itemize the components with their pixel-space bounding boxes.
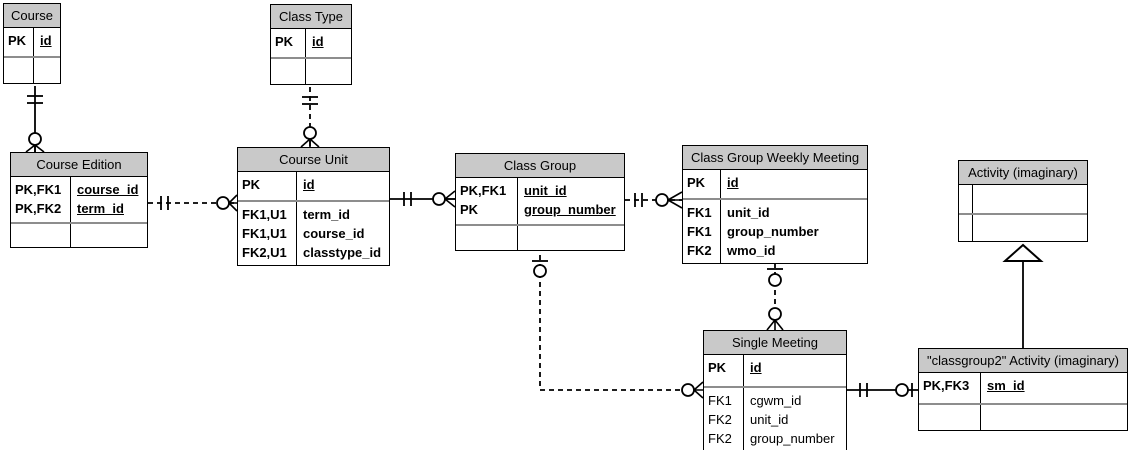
relationship-class-type-course-unit [300, 87, 320, 148]
entity-course-unit: Course Unit PK id FK1,U1 FK1,U1 FK2,U1 t… [237, 147, 390, 266]
entity-class-group-weekly-meeting: Class Group Weekly Meeting PK id FK1 FK1… [682, 145, 868, 264]
entity-title: Course Edition [11, 153, 147, 177]
entity-class-group: Class Group PK,FK1 PK unit_id group_numb… [455, 153, 625, 251]
attr-name: cgwm_id [750, 393, 802, 408]
attr-name: course_id [303, 226, 365, 241]
attr-name: id [312, 34, 324, 49]
attr-key: FK2 [708, 431, 732, 446]
attr-name: unit_id [524, 183, 567, 198]
entity-title: Course Unit [238, 148, 389, 172]
relationship-weekly-meeting-single-meeting [766, 263, 784, 331]
entity-title: Class Group Weekly Meeting [683, 146, 867, 170]
attr-name: id [727, 175, 739, 190]
relationship-single-meeting-classgroup2 [847, 383, 918, 397]
attr-key: FK1 [687, 205, 712, 220]
attr-name: group_number [524, 202, 616, 217]
attr-name: classtype_id [303, 245, 382, 260]
attr-name: unit_id [727, 205, 770, 220]
attr-name: group_number [750, 431, 835, 446]
attr-name: course_id [77, 182, 139, 197]
attr-key: FK1 [708, 393, 732, 408]
attr-name: group_number [727, 224, 819, 239]
empty-attribute-section [456, 224, 624, 250]
attr-key: FK1 [687, 224, 712, 239]
entity-title: "classgroup2" Activity (imaginary) [919, 349, 1127, 373]
entity-title: Class Type [271, 5, 351, 29]
attr-key: FK2,U1 [242, 245, 287, 260]
relationship-course-edition-course-unit [148, 194, 238, 212]
relationship-class-group-weekly-meeting [625, 191, 683, 209]
attr-key: PK [708, 360, 727, 375]
relationship-course-course-edition [25, 86, 45, 153]
entity-title: Activity (imaginary) [959, 161, 1087, 185]
entity-course: Course PK id [3, 3, 61, 84]
attr-key: PK [242, 177, 261, 192]
attr-key: PK,FK1 [15, 182, 62, 197]
attr-key: PK [8, 33, 27, 48]
entity-title: Single Meeting [704, 331, 846, 355]
attr-name: term_id [77, 201, 124, 216]
attr-key: PK [687, 175, 706, 190]
relationship-course-unit-class-group [390, 190, 456, 208]
entity-class-type: Class Type PK id [270, 4, 352, 85]
relationship-class-group-single-meeting [532, 255, 704, 399]
attr-key: FK2 [687, 243, 712, 258]
empty-attribute-section [959, 185, 1087, 213]
empty-attribute-section [919, 403, 1127, 430]
attr-name: sm_id [987, 378, 1025, 393]
attr-key: PK [460, 202, 479, 217]
attr-key: PK,FK2 [15, 201, 62, 216]
attr-name: id [303, 177, 315, 192]
entity-activity-imaginary: Activity (imaginary) [958, 160, 1088, 242]
attr-name: wmo_id [727, 243, 776, 258]
attr-name: id [40, 33, 52, 48]
entity-title: Course [4, 4, 60, 28]
empty-attribute-section [11, 222, 147, 247]
entity-course-edition: Course Edition PK,FK1 PK,FK2 course_id t… [10, 152, 148, 248]
attr-key: PK,FK1 [460, 183, 507, 198]
attr-key: FK2 [708, 412, 732, 427]
attr-key: PK,FK3 [923, 378, 970, 393]
attr-key: FK1,U1 [242, 226, 287, 241]
entity-title: Class Group [456, 154, 624, 178]
attr-name: unit_id [750, 412, 789, 427]
entity-single-meeting: Single Meeting PK id FK1 FK2 FK2 cgwm_id… [703, 330, 847, 450]
empty-attribute-section [271, 57, 351, 84]
empty-attribute-section [959, 213, 1087, 241]
empty-attribute-section [4, 56, 60, 83]
attr-key: PK [275, 34, 294, 49]
entity-classgroup2-activity: "classgroup2" Activity (imaginary) PK,FK… [918, 348, 1128, 431]
relationship-inheritance-classgroup2-activity [1002, 243, 1044, 349]
attr-key: FK1,U1 [242, 207, 287, 222]
attr-name: id [750, 360, 762, 375]
attr-name: term_id [303, 207, 350, 222]
